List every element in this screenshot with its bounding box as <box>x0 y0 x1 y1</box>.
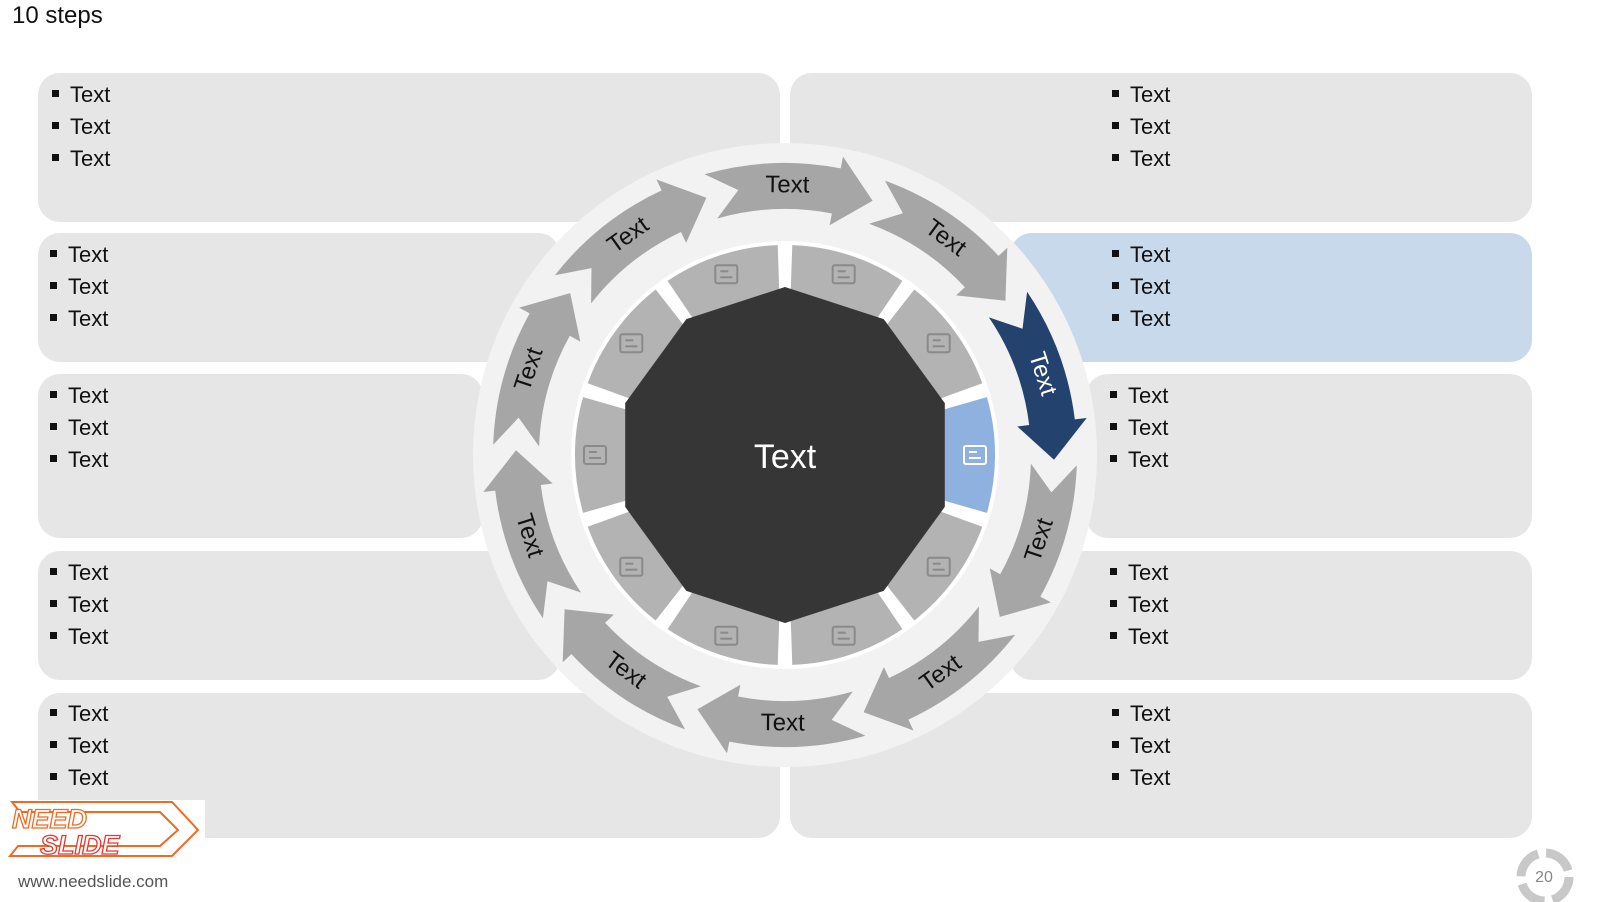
bullet-item: Text <box>1110 380 1168 412</box>
panel-left-3 <box>38 374 483 538</box>
document-icon <box>831 625 856 646</box>
bullet-item: Text <box>52 79 110 111</box>
bullet-item: Text <box>1112 143 1170 175</box>
briefcase-icon <box>831 264 856 285</box>
bullet-item: Text <box>52 111 110 143</box>
book-gear-icon <box>714 264 739 285</box>
panel-left-2 <box>38 233 560 362</box>
bullet-item: Text <box>1110 589 1168 621</box>
step-arrow-label-6: Text <box>761 709 806 736</box>
bullet-item: Text <box>50 762 108 794</box>
bullet-item: Text <box>1112 698 1170 730</box>
step-arrow-8 <box>483 450 582 619</box>
pie-chart-icon <box>926 556 951 577</box>
bullet-list-right-5: Text Text Text <box>1112 698 1170 794</box>
panel-right-2-highlighted <box>1010 233 1532 362</box>
calculator-coins-icon <box>926 333 951 354</box>
step-arrow-label-1: Text <box>765 171 810 198</box>
cash-calculator-icon <box>619 556 644 577</box>
bullet-list-right-1: Text Text Text <box>1112 79 1170 175</box>
step-arrow-1 <box>704 156 873 226</box>
center-label: Text <box>754 438 817 476</box>
bullet-item: Text <box>1112 762 1170 794</box>
bullet-list-left-1: Text Text Text <box>52 79 110 175</box>
bullet-item: Text <box>50 730 108 762</box>
edit-document-icon <box>583 445 607 465</box>
bullet-list-left-2: Text Text Text <box>50 239 108 335</box>
panel-right-4 <box>1010 551 1532 680</box>
bullet-list-left-5: Text Text Text <box>50 698 108 794</box>
bullet-item: Text <box>50 271 108 303</box>
bullet-item: Text <box>50 303 108 335</box>
center-decagon <box>625 287 945 623</box>
bullet-item: Text <box>1112 730 1170 762</box>
bullet-list-right-3: Text Text Text <box>1110 380 1168 476</box>
bullet-list-right-4: Text Text Text <box>1110 557 1168 653</box>
step-arrow-6 <box>697 684 866 754</box>
bullet-item: Text <box>50 239 108 271</box>
currency-exchange-icon <box>714 625 739 646</box>
step-arrow-9 <box>493 293 581 447</box>
logo-text-slide: SLIDE <box>40 830 121 858</box>
bullet-item: Text <box>52 143 110 175</box>
bullet-item: Text <box>50 412 108 444</box>
page-number: 20 <box>1535 869 1553 886</box>
slide-title: 10 steps <box>12 2 103 29</box>
bullet-item: Text <box>1110 412 1168 444</box>
logo: NEED SLIDE <box>0 800 205 861</box>
panel-left-4 <box>38 551 560 680</box>
step-arrow-10 <box>554 179 707 304</box>
bar-chart-icon <box>963 445 987 465</box>
bullet-item: Text <box>50 380 108 412</box>
logo-text-need: NEED <box>12 804 87 834</box>
bullet-item: Text <box>50 589 108 621</box>
step-arrow-2 <box>869 180 1008 301</box>
bullet-item: Text <box>50 557 108 589</box>
bullet-item: Text <box>1110 621 1168 653</box>
needslide-logo-icon: NEED SLIDE <box>7 801 200 861</box>
bullet-item: Text <box>1112 303 1170 335</box>
step-arrow-5 <box>863 606 1016 731</box>
bullet-list-left-4: Text Text Text <box>50 557 108 653</box>
step-arrow-3 <box>988 291 1087 460</box>
bullet-item: Text <box>50 698 108 730</box>
website-url[interactable]: www.needslide.com <box>18 872 169 891</box>
bullet-item: Text <box>50 621 108 653</box>
bullet-item: Text <box>1110 444 1168 476</box>
panel-right-3 <box>1086 374 1532 538</box>
bullet-item: Text <box>1110 557 1168 589</box>
bullet-item: Text <box>1112 111 1170 143</box>
gears-icon <box>619 333 644 354</box>
bullet-list-left-3: Text Text Text <box>50 380 108 476</box>
step-arrow-4 <box>989 463 1077 617</box>
bullet-list-right-2: Text Text Text <box>1112 239 1170 335</box>
bullet-item: Text <box>1112 271 1170 303</box>
bullet-item: Text <box>1112 239 1170 271</box>
bullet-item: Text <box>50 444 108 476</box>
bullet-item: Text <box>1112 79 1170 111</box>
recycle-icon <box>1516 848 1574 902</box>
step-arrow-7 <box>562 609 701 730</box>
